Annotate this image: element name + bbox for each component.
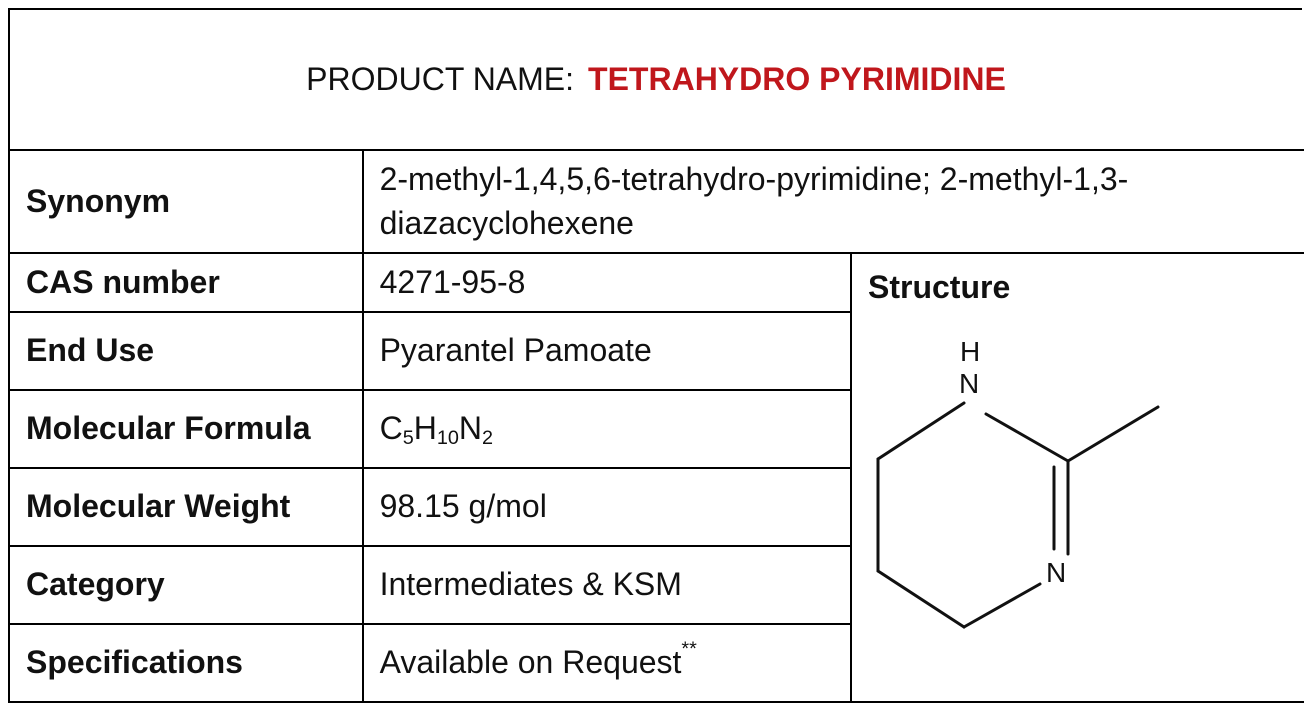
bond-c5-c4 (876, 569, 966, 629)
category-key: Category (8, 545, 364, 625)
structure-cell: Structure H N N (849, 252, 1304, 703)
bond-n1-c6 (876, 401, 966, 461)
table-row: CAS number 4271-95-8 Structure (8, 252, 1304, 703)
cas-value: 4271-95-8 (361, 252, 852, 313)
formula-element-h: H (413, 410, 437, 447)
specifications-text: Available on Request (379, 644, 682, 681)
category-value: Intermediates & KSM (361, 545, 852, 625)
formula-count-c: 5 (402, 427, 414, 450)
weight-key: Molecular Weight (8, 467, 364, 547)
formula-element-n: N (458, 410, 482, 447)
specifications-mark: ** (681, 638, 697, 661)
table-row: Category Intermediates & KSM (8, 545, 1304, 625)
weight-value: 98.15 g/mol (361, 467, 852, 547)
table-row: Molecular Weight 98.15 g/mol (8, 467, 1304, 547)
table-row: End Use Pyarantel Pamoate (8, 311, 1304, 391)
formula-key: Molecular Formula (8, 389, 364, 469)
specifications-key: Specifications (8, 623, 364, 703)
bond-c4-n3 (962, 582, 1042, 629)
formula-count-n: 2 (482, 427, 494, 450)
table-row: Molecular Formula C5H10N2 (8, 389, 1304, 469)
specifications-value: Available on Request** (361, 623, 852, 703)
synonym-value: 2-methyl-1,4,5,6-tetrahydro-pyrimidine; … (361, 149, 1304, 254)
atom-n-bottom: N (1046, 557, 1066, 588)
bond-c2-n1 (984, 412, 1070, 463)
structure-diagram: H N N (876, 336, 1160, 629)
atom-n-top: N (959, 368, 979, 399)
bond-c2-methyl (1066, 405, 1160, 463)
table-row: Synonym 2-methyl-1,4,5,6-tetrahydro-pyri… (8, 149, 1304, 254)
formula-element-c: C (379, 410, 403, 447)
atom-h: H (960, 336, 980, 367)
spec-table: Synonym 2-methyl-1,4,5,6-tetrahydro-pyri… (8, 149, 1304, 703)
cas-key: CAS number (8, 252, 364, 313)
product-sheet: PRODUCT NAME: TETRAHYDRO PYRIMIDINE Syno… (8, 8, 1304, 703)
formula-count-h: 10 (436, 427, 459, 450)
end-use-value: Pyarantel Pamoate (361, 311, 852, 391)
structure-label: Structure (867, 269, 1011, 305)
table-row: Specifications Available on Request** (8, 623, 1304, 703)
product-name-value: TETRAHYDRO PYRIMIDINE (588, 61, 1006, 97)
formula-value: C5H10N2 (361, 389, 852, 469)
product-name-label: PRODUCT NAME: (306, 61, 575, 97)
synonym-key: Synonym (8, 149, 364, 254)
end-use-key: End Use (8, 311, 364, 391)
product-title: PRODUCT NAME: TETRAHYDRO PYRIMIDINE (8, 8, 1302, 151)
